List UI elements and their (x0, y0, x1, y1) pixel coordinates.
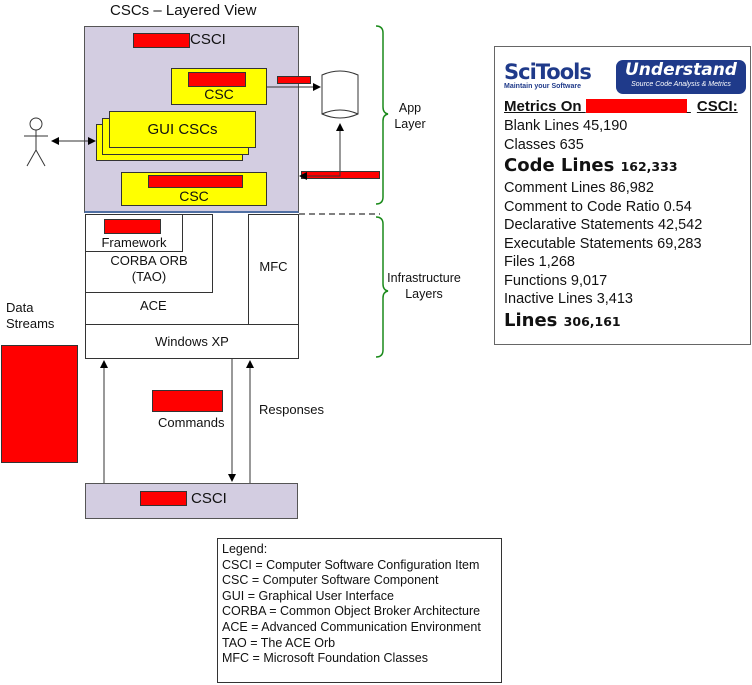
configuration-arrow (300, 123, 344, 177)
metric-row: Inactive Lines 3,413 (495, 290, 750, 309)
legend-entry: CSC = Computer Software Component (222, 573, 439, 588)
metrics-heading: Metrics On CSCI: (504, 98, 748, 115)
infrastructure-layers-label: Infrastructure Layers (383, 270, 465, 302)
metric-value: 45,190 (583, 118, 628, 134)
metric-value: 635 (559, 136, 584, 153)
metric-label: Executable Statements (504, 235, 654, 252)
gui-cscs-label: GUI CSCs (147, 121, 218, 138)
legend-entry: ACE = Advanced Communication Environment (222, 619, 481, 634)
app-layer-label: App Layer (385, 100, 435, 132)
legend-entry: MFC = Microsoft Foundation Classes (222, 651, 428, 666)
metric-row: Comment to Code Ratio 0.54 (495, 198, 750, 217)
understand-tagline: Source Code Analysis & Metrics (631, 81, 731, 88)
metric-label: Lines (504, 309, 558, 331)
responses-label: Responses (259, 402, 325, 417)
metric-value: 0.54 (663, 198, 692, 215)
top-csc-label: CSC (204, 86, 234, 102)
gui-cscs-box: GUI CSCs (109, 111, 256, 148)
commands-label: Commands (158, 415, 225, 430)
metric-row: Classes 635 (495, 136, 750, 155)
scitools-tagline: Maintain your Software (504, 83, 582, 90)
metric-value: 3,413 (596, 291, 633, 307)
redaction-block (585, 99, 687, 113)
windows-xp-label: Windows XP (155, 334, 229, 349)
metric-row: Declarative Statements 42,542 (495, 216, 750, 235)
redaction-block (301, 171, 380, 179)
metrics-heading-suffix: CSCI: (696, 98, 738, 115)
mfc-layer: MFC (248, 214, 299, 325)
metric-label: Declarative Statements (504, 217, 654, 233)
data-streams-line1: Data (6, 300, 34, 315)
legend-box: Legend: CSCI = Computer Software Configu… (217, 538, 502, 683)
metric-label: Inactive Lines (504, 291, 593, 307)
app-layer-line1: App (398, 101, 422, 115)
metric-value: 42,542 (657, 217, 703, 233)
metric-row: Files 1,268 (495, 253, 750, 272)
understand-logo: Understand Source Code Analysis & Metric… (616, 60, 746, 94)
metric-value: 9,017 (570, 272, 608, 289)
legend-entry: CSCI = Computer Software Configuration I… (222, 557, 480, 572)
redaction-block (133, 33, 190, 48)
metric-label: Functions (504, 272, 567, 289)
infra-layers-line2: Layers (405, 287, 443, 301)
metric-row: Comment Lines 86,982 (495, 179, 750, 198)
legend-entry: TAO = The ACE Orb (222, 635, 336, 650)
metrics-panel: SciTools Maintain your Software Understa… (494, 46, 751, 345)
metric-value: 162,333 (620, 159, 678, 174)
app-layer-line2: Layer (394, 117, 426, 131)
metric-row: Blank Lines 45,190 (495, 117, 750, 136)
metric-row: Functions 9,017 (495, 272, 750, 291)
database-cylinder-icon (321, 70, 359, 119)
metric-value: 306,161 (563, 313, 621, 329)
app-csci-label: CSCI (190, 31, 226, 48)
legend-entries: CSCI = Computer Software Configuration I… (222, 558, 501, 667)
external-csci-label: CSCI (191, 490, 227, 507)
metric-value: 1,268 (538, 254, 575, 270)
legend-entry: CORBA = Common Object Broker Architectur… (222, 604, 481, 619)
redaction-block (1, 345, 78, 463)
corba-label-line2: (TAO) (131, 269, 167, 284)
scitools-logo-text: SciTools (504, 60, 592, 84)
legend-title: Legend: (222, 542, 268, 556)
redaction-block (104, 219, 161, 234)
metric-label: Files (504, 254, 535, 270)
legend-entry: GUI = Graphical User Interface (222, 588, 394, 603)
framework-label: Framework (101, 235, 167, 250)
understand-logo-text: Understand (625, 60, 737, 80)
metric-row: Lines 306,161 (495, 309, 750, 334)
stick-figure-user-icon (24, 117, 48, 167)
infra-layers-line1: Infrastructure (387, 271, 461, 285)
metric-row: Code Lines 162,333 (495, 154, 750, 179)
metric-value: 69,283 (657, 235, 702, 252)
data-streams-line2: Streams (6, 316, 55, 331)
metric-label: Comment Lines (504, 180, 606, 196)
redaction-block (277, 76, 311, 84)
redaction-block (140, 491, 187, 506)
metric-label: Blank Lines (504, 118, 579, 134)
ace-label: ACE (140, 298, 167, 313)
diagram-title: CSCs – Layered View (110, 2, 257, 19)
metric-label: Comment to Code Ratio (504, 198, 660, 215)
corba-label-line1: CORBA ORB (110, 253, 188, 268)
metric-label: Code Lines (504, 155, 615, 176)
metric-row: Executable Statements 69,283 (495, 235, 750, 254)
external-csci-box (85, 483, 298, 519)
bottom-csc-label: CSC (179, 188, 209, 204)
redaction-block (148, 175, 243, 188)
redaction-block (152, 390, 223, 412)
data-streams-label: Data Streams (6, 300, 54, 332)
mfc-label: MFC (259, 259, 288, 274)
redaction-block (188, 72, 246, 87)
scitools-logo: SciTools Maintain your Software (504, 61, 592, 93)
metric-value: 86,982 (609, 180, 654, 196)
metric-label: Classes (504, 136, 556, 153)
windows-xp-layer: Windows XP (85, 324, 299, 359)
metrics-heading-prefix: Metrics On (504, 98, 582, 115)
